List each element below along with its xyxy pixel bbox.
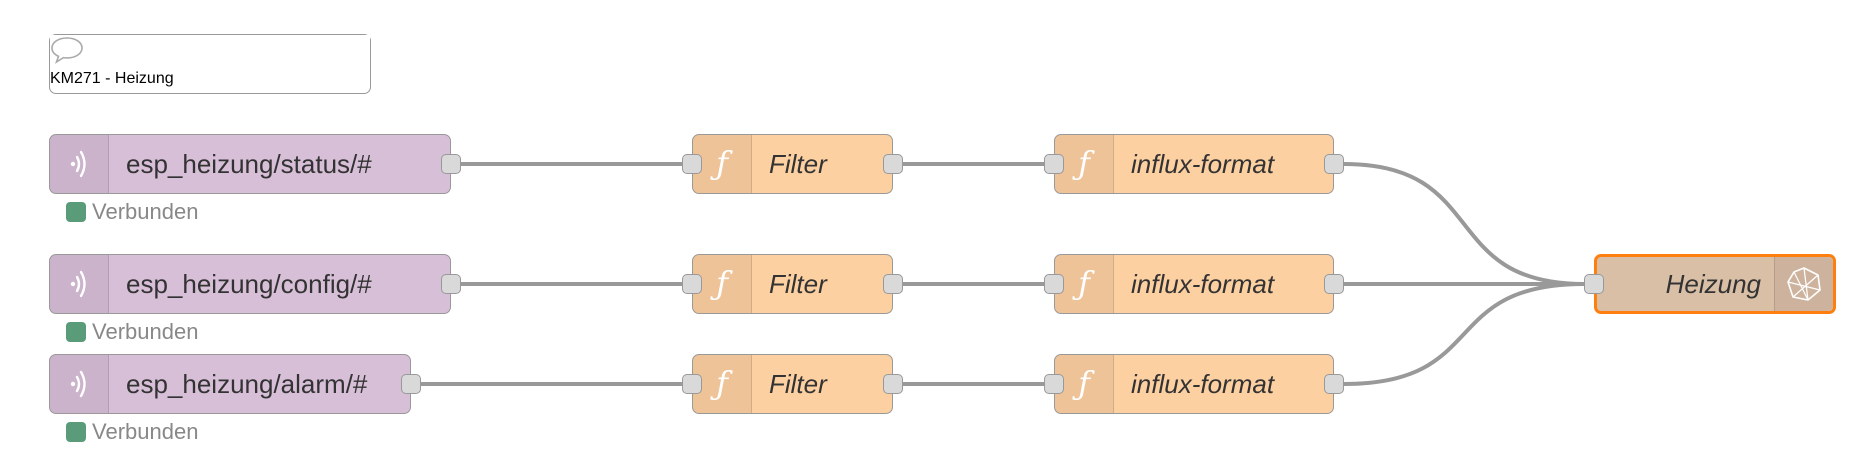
format-node-label: influx-format bbox=[1131, 368, 1275, 399]
mqtt-icon bbox=[70, 270, 86, 298]
format-output-port[interactable] bbox=[1324, 374, 1344, 394]
filter-input-port[interactable] bbox=[682, 274, 702, 294]
function-icon: ƒ bbox=[1072, 264, 1095, 302]
influxdb-input-port[interactable] bbox=[1584, 274, 1604, 294]
function-icon: ƒ bbox=[710, 144, 733, 182]
mqtt-output-port[interactable] bbox=[401, 374, 421, 394]
format-node-label: influx-format bbox=[1131, 148, 1275, 179]
mqtt-status: Verbunden bbox=[66, 199, 198, 225]
influx-format-function-node[interactable]: ƒ influx-format bbox=[1054, 254, 1334, 314]
mqtt-in-node-config[interactable]: esp_heizung/config/# bbox=[49, 254, 451, 314]
mqtt-status: Verbunden bbox=[66, 419, 198, 445]
influxdb-icon bbox=[1787, 267, 1821, 301]
mqtt-output-port[interactable] bbox=[441, 154, 461, 174]
filter-node-label: Filter bbox=[769, 148, 827, 179]
svg-text:ƒ: ƒ bbox=[1072, 364, 1095, 402]
function-icon: ƒ bbox=[1072, 364, 1095, 402]
mqtt-in-node-status[interactable]: esp_heizung/status/# bbox=[49, 134, 451, 194]
comment-label: KM271 - Heizung bbox=[50, 70, 174, 87]
mqtt-icon-col bbox=[50, 135, 109, 193]
comment-node[interactable]: KM271 - Heizung bbox=[49, 34, 371, 94]
format-output-port[interactable] bbox=[1324, 274, 1344, 294]
mqtt-node-label: esp_heizung/status/# bbox=[126, 148, 372, 179]
format-input-port[interactable] bbox=[1044, 374, 1064, 394]
function-icon-col: ƒ bbox=[693, 355, 752, 413]
filter-function-node[interactable]: ƒ Filter bbox=[692, 134, 893, 194]
status-dot-icon bbox=[66, 422, 86, 442]
mqtt-icon-col bbox=[50, 255, 109, 313]
mqtt-output-port[interactable] bbox=[441, 274, 461, 294]
mqtt-in-node-alarm[interactable]: esp_heizung/alarm/# bbox=[49, 354, 411, 414]
status-text: Verbunden bbox=[92, 319, 199, 344]
function-icon: ƒ bbox=[710, 364, 733, 402]
function-icon-col: ƒ bbox=[1055, 255, 1114, 313]
wire-format-to-output[interactable] bbox=[1343, 282, 1585, 386]
format-input-port[interactable] bbox=[1044, 154, 1064, 174]
svg-text:ƒ: ƒ bbox=[710, 144, 733, 182]
svg-text:ƒ: ƒ bbox=[710, 364, 733, 402]
status-text: Verbunden bbox=[92, 199, 199, 224]
format-input-port[interactable] bbox=[1044, 274, 1064, 294]
svg-text:ƒ: ƒ bbox=[710, 264, 733, 302]
format-output-port[interactable] bbox=[1324, 154, 1344, 174]
influx-format-function-node[interactable]: ƒ influx-format bbox=[1054, 134, 1334, 194]
comment-icon-col bbox=[50, 35, 370, 70]
comment-icon bbox=[51, 37, 83, 64]
filter-input-port[interactable] bbox=[682, 374, 702, 394]
mqtt-status: Verbunden bbox=[66, 319, 198, 345]
status-dot-icon bbox=[66, 322, 86, 342]
function-icon-col: ƒ bbox=[1055, 135, 1114, 193]
mqtt-node-label: esp_heizung/alarm/# bbox=[126, 368, 368, 399]
influx-format-function-node[interactable]: ƒ influx-format bbox=[1054, 354, 1334, 414]
function-icon-col: ƒ bbox=[693, 135, 752, 193]
status-dot-icon bbox=[66, 202, 86, 222]
format-node-label: influx-format bbox=[1131, 268, 1275, 299]
function-icon: ƒ bbox=[1072, 144, 1095, 182]
influxdb-out-node[interactable]: Heizung bbox=[1594, 254, 1836, 314]
filter-output-port[interactable] bbox=[883, 154, 903, 174]
filter-function-node[interactable]: ƒ Filter bbox=[692, 254, 893, 314]
function-icon-col: ƒ bbox=[1055, 355, 1114, 413]
filter-input-port[interactable] bbox=[682, 154, 702, 174]
function-icon-col: ƒ bbox=[693, 255, 752, 313]
mqtt-icon bbox=[70, 150, 86, 178]
mqtt-node-label: esp_heizung/config/# bbox=[126, 268, 372, 299]
influxdb-icon-col bbox=[1774, 257, 1833, 311]
filter-output-port[interactable] bbox=[883, 274, 903, 294]
status-text: Verbunden bbox=[92, 419, 199, 444]
svg-text:ƒ: ƒ bbox=[1072, 264, 1095, 302]
filter-output-port[interactable] bbox=[883, 374, 903, 394]
filter-node-label: Filter bbox=[769, 268, 827, 299]
filter-function-node[interactable]: ƒ Filter bbox=[692, 354, 893, 414]
mqtt-icon bbox=[70, 370, 86, 398]
function-icon: ƒ bbox=[710, 264, 733, 302]
mqtt-icon-col bbox=[50, 355, 109, 413]
wire-format-to-output[interactable] bbox=[1343, 162, 1585, 286]
output-node-label: Heizung bbox=[1665, 268, 1761, 299]
filter-node-label: Filter bbox=[769, 368, 827, 399]
svg-text:ƒ: ƒ bbox=[1072, 144, 1095, 182]
